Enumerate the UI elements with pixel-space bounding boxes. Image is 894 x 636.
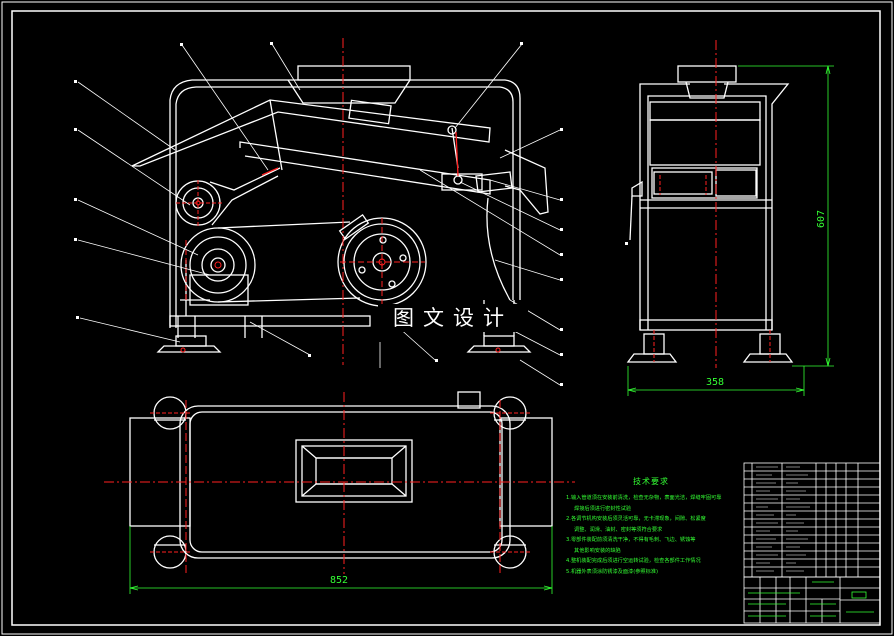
- parts-list: [743, 462, 881, 578]
- front-view-centers: [176, 38, 501, 365]
- technical-note-line: 4.整机装配完成后须进行空运转试验，检查各部件工作情况: [566, 558, 701, 564]
- top-view-centers: [104, 392, 575, 574]
- side-view: [626, 65, 794, 363]
- title-block: [743, 576, 881, 624]
- balloon-markers: [74, 42, 628, 386]
- bottom-dimension: [129, 526, 553, 594]
- inner-border: [11, 10, 881, 626]
- dimension-bottom-width: 852: [330, 575, 349, 586]
- technical-note-line: 1.输入管道须在安装前清洗，检查无杂物，表面光洁，焊缝牢固可靠: [566, 495, 722, 501]
- side-view-centers: [653, 40, 771, 368]
- technical-note-line: 3.零部件装配前须清洗干净，不得有毛刺、飞边、锈蚀等: [566, 537, 696, 543]
- leader-lines: [77, 43, 561, 386]
- dimension-side-width: 358: [706, 377, 725, 388]
- technical-note-line: 5.机器外表须涂防锈漆及面漆(参照标准): [566, 568, 658, 575]
- technical-notes: 技术要求 1.输入管道须在安装前清洗，检查无杂物，表面光洁，焊缝牢固可靠 焊接后…: [566, 476, 736, 577]
- dimension-side-height: 607: [816, 209, 827, 228]
- technical-note-line: 2.各调节机构安装后须灵活可靠，无卡滞现象，间隙、松紧度: [566, 516, 706, 522]
- watermark-text: 图文设计: [378, 304, 528, 332]
- parts-list-text: [756, 466, 810, 572]
- technical-note-line: 其他影响安装的缺陷: [574, 547, 621, 554]
- technical-note-line: 调整、润滑、油封、密封等须符合要求: [574, 526, 663, 533]
- side-dimensions: [627, 65, 834, 396]
- title-block-green: [748, 581, 874, 617]
- technical-note-line: 焊接后须进行密封性试验: [574, 505, 632, 512]
- technical-notes-title: 技术要求: [633, 477, 669, 486]
- top-view: [129, 391, 553, 569]
